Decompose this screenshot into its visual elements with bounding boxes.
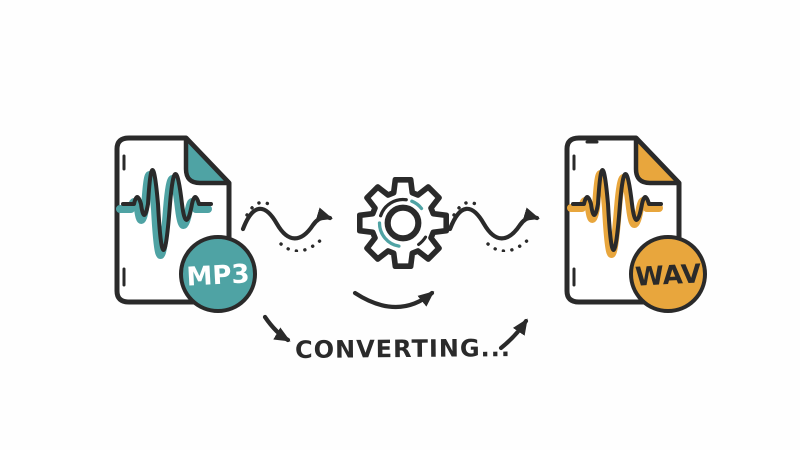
paper-accent-dashes	[572, 140, 599, 287]
curved-arrow-status-left	[262, 314, 291, 343]
document-icon: MP3	[114, 135, 257, 313]
format-badge-label: WAV	[634, 259, 701, 292]
dotted-wavy-arrow-left	[240, 200, 333, 252]
wavy-line	[240, 206, 333, 241]
gear-hub	[384, 204, 422, 242]
dots-top	[245, 200, 276, 217]
gear-accent-arc-black	[377, 197, 429, 249]
folded-corner	[183, 135, 232, 186]
curved-arrow-under-gear	[352, 290, 435, 310]
dots-bottom	[486, 235, 533, 252]
curved-line	[352, 290, 435, 310]
status-text: CONVERTING...	[294, 334, 512, 364]
waveform-icon	[116, 168, 213, 259]
wav-file-icon: WAV	[564, 135, 707, 313]
dots-bottom	[279, 235, 326, 252]
waveform-icon	[567, 168, 663, 258]
curved-line	[498, 318, 529, 351]
waveform-line	[571, 168, 663, 252]
document-icon: WAV	[564, 135, 707, 313]
waveform-line	[121, 168, 213, 252]
curved-arrow-status-right	[498, 318, 529, 351]
gear-icon	[357, 177, 449, 269]
folded-corner	[633, 135, 682, 186]
format-badge-label: MP3	[186, 259, 251, 292]
gear-accent-dash-black	[374, 194, 432, 252]
mp3-file-icon: MP3	[114, 135, 257, 313]
format-badge	[629, 235, 707, 313]
gear-accent-arc-teal-lower	[377, 197, 429, 249]
gear-accent-arc-teal-upper	[377, 197, 429, 249]
dots-top	[452, 200, 483, 217]
curved-line	[262, 314, 291, 343]
format-badge	[179, 235, 257, 313]
dotted-wavy-arrow-right	[447, 200, 540, 252]
wavy-line	[447, 206, 540, 241]
